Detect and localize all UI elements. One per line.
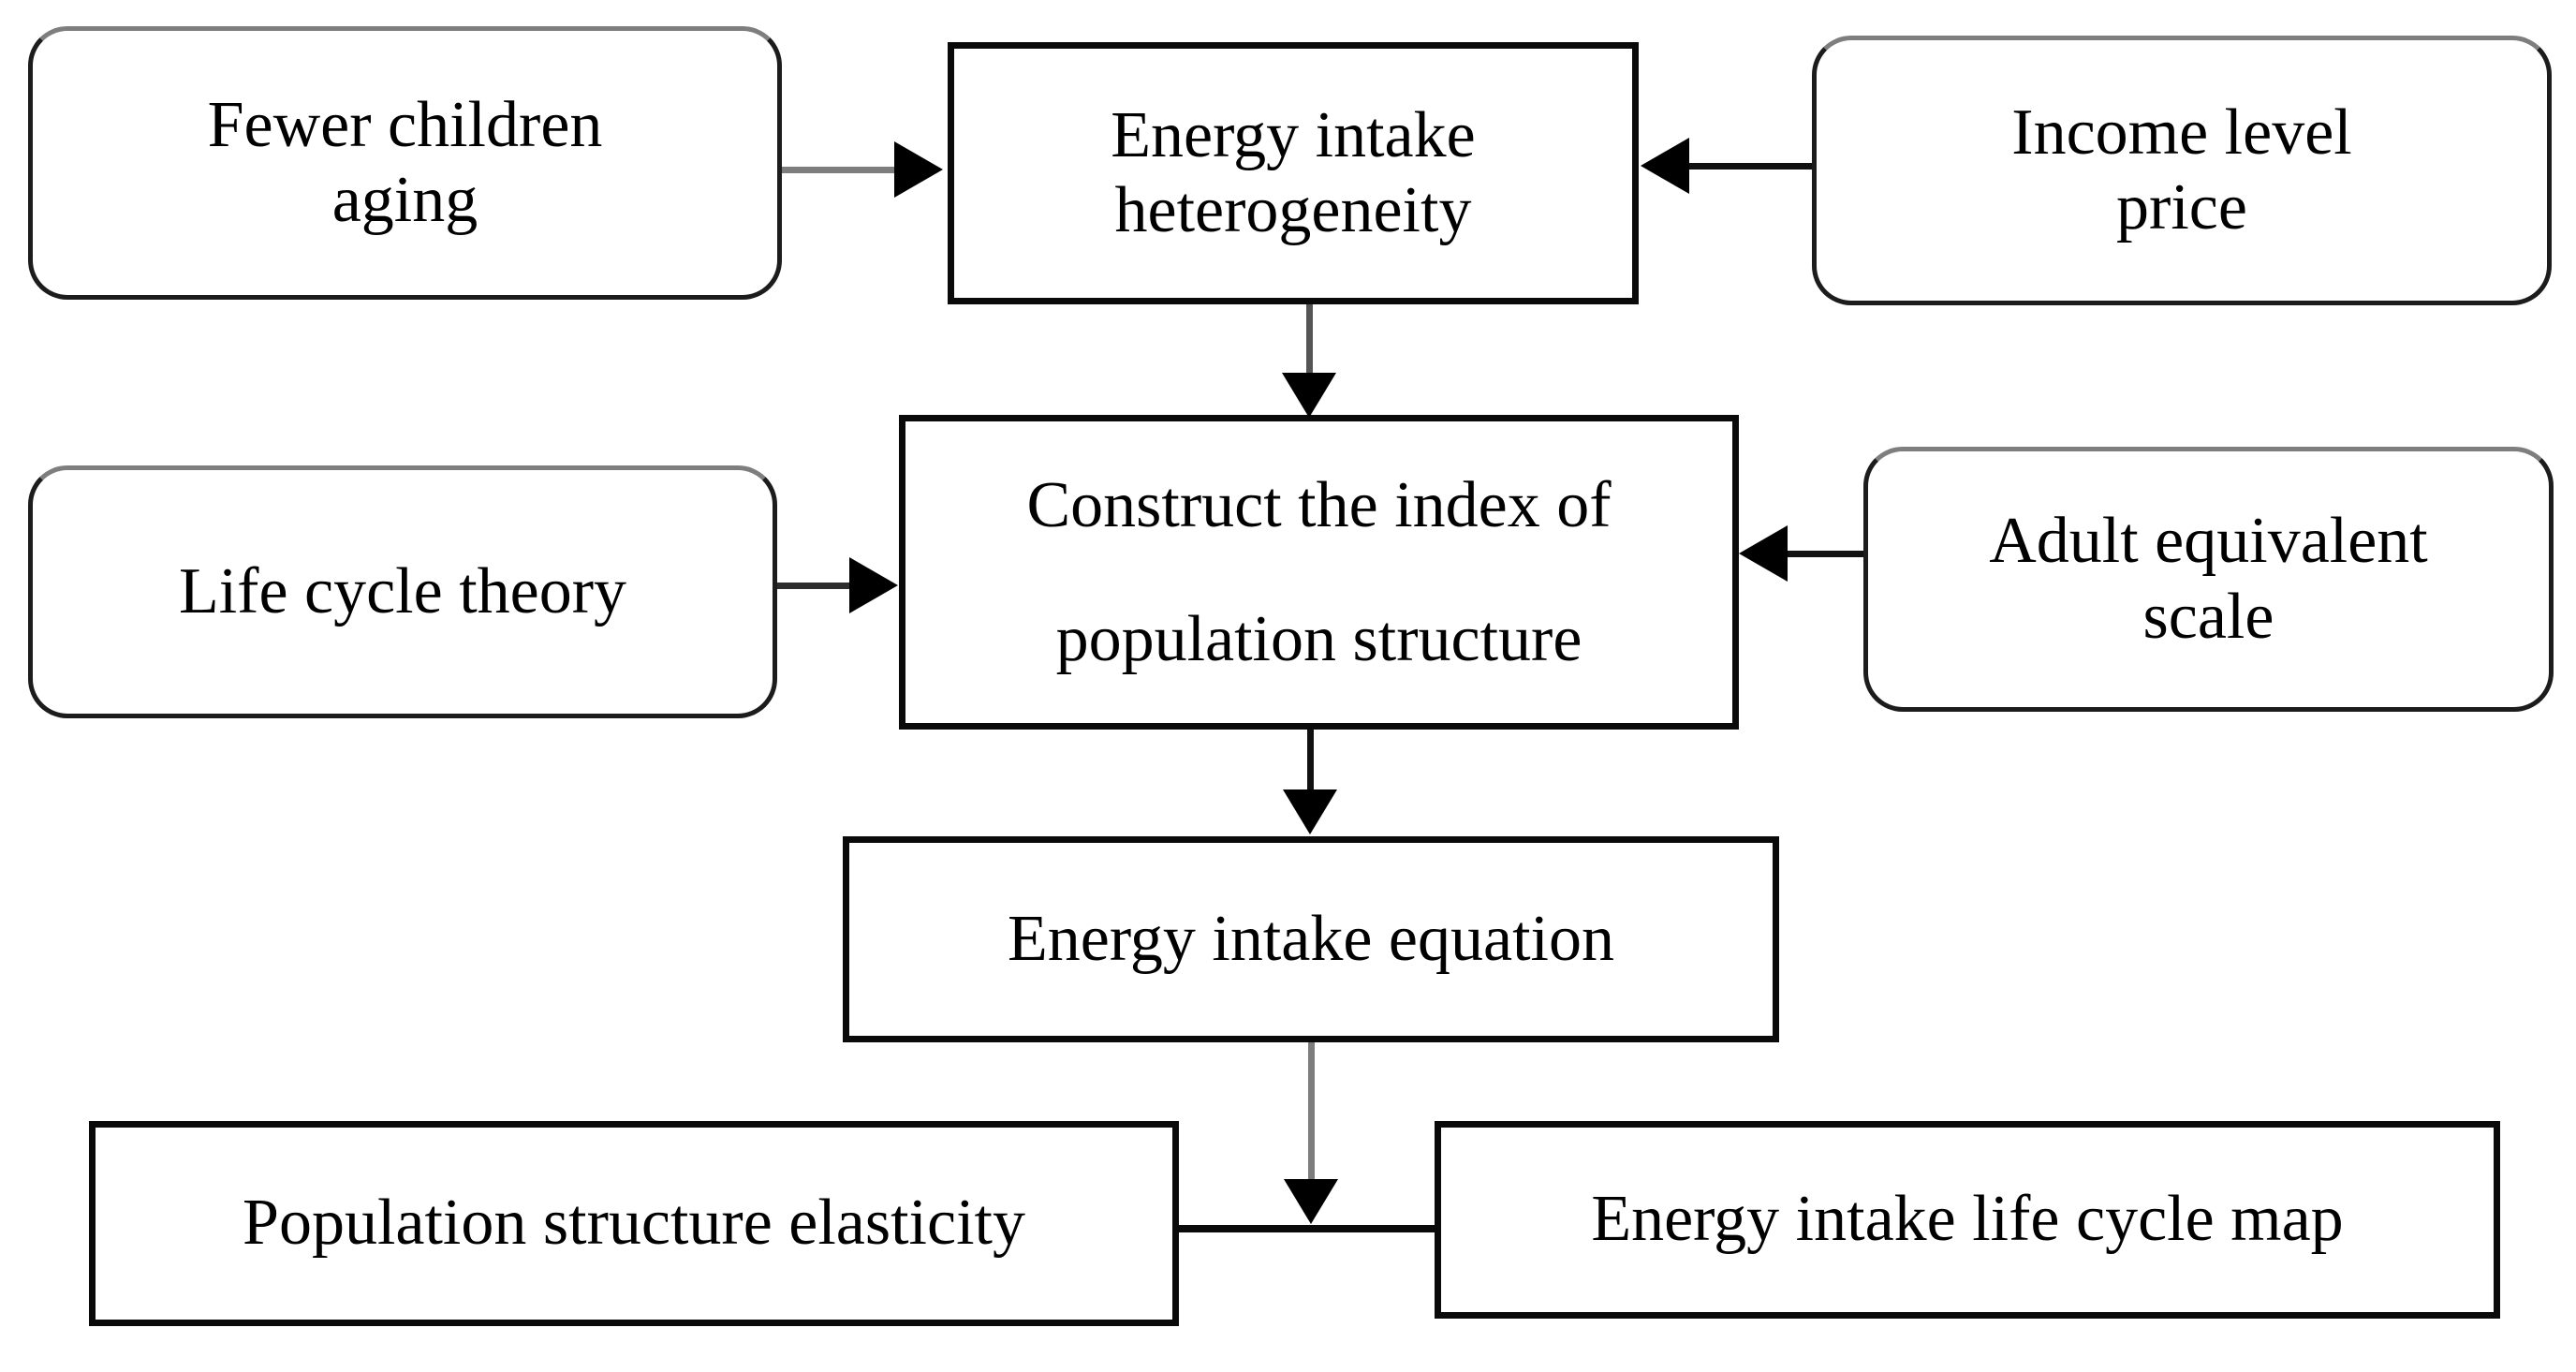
- node-energy-intake-equation: Energy intake equation: [843, 836, 1779, 1042]
- node-energy-intake-heterogeneity-label: Energy intake heterogeneity: [1111, 98, 1476, 247]
- arrow-shaft: [1307, 730, 1314, 792]
- arrowhead-right-icon: [894, 141, 943, 198]
- arrow-shaft: [1308, 1042, 1315, 1182]
- node-population-structure-elasticity: Population structure elasticity: [89, 1121, 1179, 1326]
- node-life-cycle-theory: Life cycle theory: [28, 465, 777, 718]
- node-construct-index-label: Construct the index of population struct…: [1026, 468, 1612, 676]
- node-life-cycle-theory-label: Life cycle theory: [178, 554, 627, 627]
- arrow-shaft: [1784, 551, 1863, 557]
- arrowhead-down-icon: [1282, 373, 1336, 418]
- arrowhead-left-icon: [1739, 525, 1788, 582]
- arrow-shaft: [777, 583, 852, 589]
- node-income-level-price: Income level price: [1812, 36, 2552, 305]
- arrow-shaft: [782, 167, 896, 173]
- arrowhead-right-icon: [849, 557, 898, 613]
- node-population-structure-elasticity-label: Population structure elasticity: [243, 1187, 1025, 1260]
- node-energy-intake-equation-label: Energy intake equation: [1008, 902, 1614, 975]
- node-fewer-children: Fewer children aging: [28, 26, 782, 300]
- node-income-level-price-label: Income level price: [2011, 96, 2352, 244]
- arrowhead-down-icon: [1283, 789, 1337, 834]
- node-construct-index: Construct the index of population struct…: [899, 415, 1739, 730]
- arrow-shaft: [1685, 163, 1812, 170]
- node-fewer-children-label: Fewer children aging: [207, 88, 603, 237]
- arrow-shaft: [1306, 304, 1313, 376]
- arrowhead-left-icon: [1641, 138, 1689, 194]
- connector-line: [1179, 1225, 1435, 1232]
- node-adult-equivalent-scale-label: Adult equivalent scale: [1989, 505, 2428, 653]
- arrowhead-down-icon: [1284, 1179, 1338, 1224]
- node-energy-intake-life-cycle-map-label: Energy intake life cycle map: [1591, 1183, 2344, 1256]
- node-adult-equivalent-scale: Adult equivalent scale: [1863, 447, 2554, 712]
- node-energy-intake-heterogeneity: Energy intake heterogeneity: [948, 42, 1639, 304]
- node-energy-intake-life-cycle-map: Energy intake life cycle map: [1435, 1121, 2500, 1319]
